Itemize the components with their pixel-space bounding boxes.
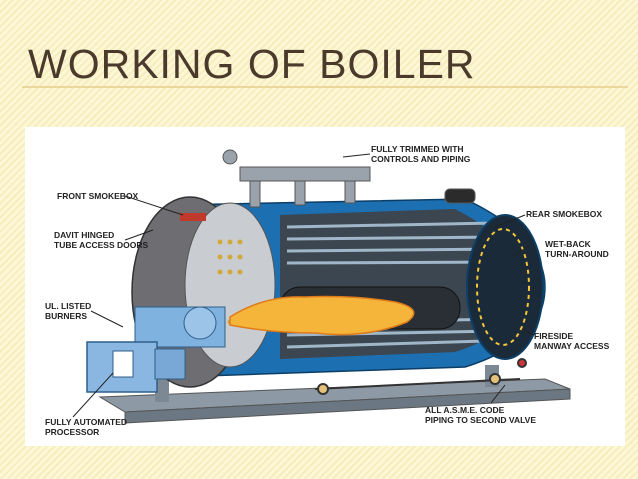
label-asme-piping: ALL A.S.M.E. CODE PIPING TO SECOND VALVE (425, 405, 536, 425)
leader-lines (72, 153, 534, 418)
burner-flame (229, 295, 415, 336)
label-davit-doors: DAVIT HINGED TUBE ACCESS DOORS (54, 230, 149, 250)
slide-title: WORKING OF BOILER (28, 41, 476, 87)
label-front-smokebox: FRONT SMOKEBOX (57, 191, 139, 201)
boiler-shell (131, 196, 546, 388)
controls-piping (222, 149, 476, 208)
burner-assembly (134, 306, 226, 348)
title-divider (22, 86, 628, 88)
processor-cabinet (86, 341, 186, 393)
label-rear-smokebox: REAR SMOKEBOX (526, 209, 603, 219)
label-controls-piping: FULLY TRIMMED WITH CONTROLS AND PIPING (371, 144, 471, 164)
label-burners: UL. LISTED BURNERS (45, 301, 92, 321)
diagram-panel: FRONT SMOKEBOX DAVIT HINGED TUBE ACCESS … (25, 127, 625, 446)
boiler-illustration (72, 149, 571, 424)
label-wet-back: WET-BACK TURN-AROUND (545, 239, 609, 259)
label-manway-access: FIRESIDE MANWAY ACCESS (534, 331, 610, 351)
label-processor: FULLY AUTOMATED PROCESSOR (45, 417, 128, 437)
bottom-piping (314, 358, 527, 395)
